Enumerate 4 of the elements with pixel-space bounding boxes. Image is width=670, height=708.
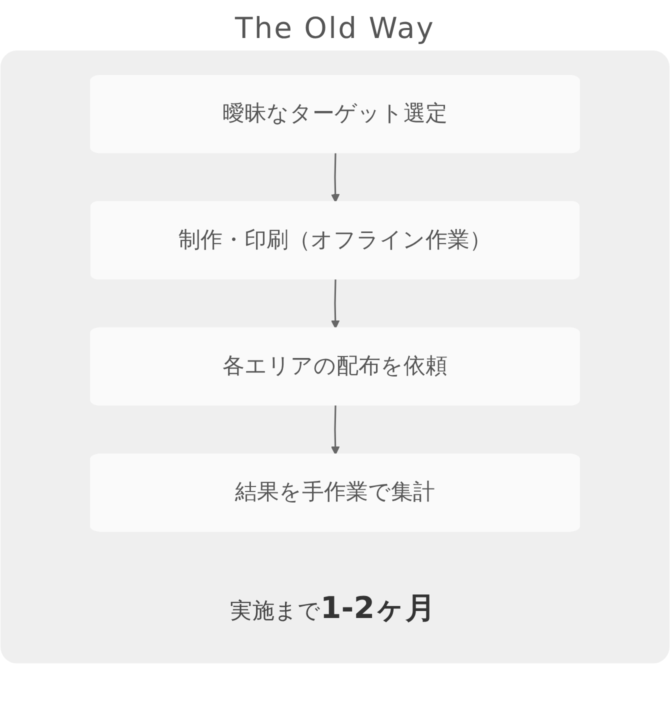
- arrow: [330, 153, 340, 203]
- arrow: [330, 279, 340, 329]
- diagram-title: The Old Way: [234, 10, 436, 47]
- arrow: [330, 406, 340, 455]
